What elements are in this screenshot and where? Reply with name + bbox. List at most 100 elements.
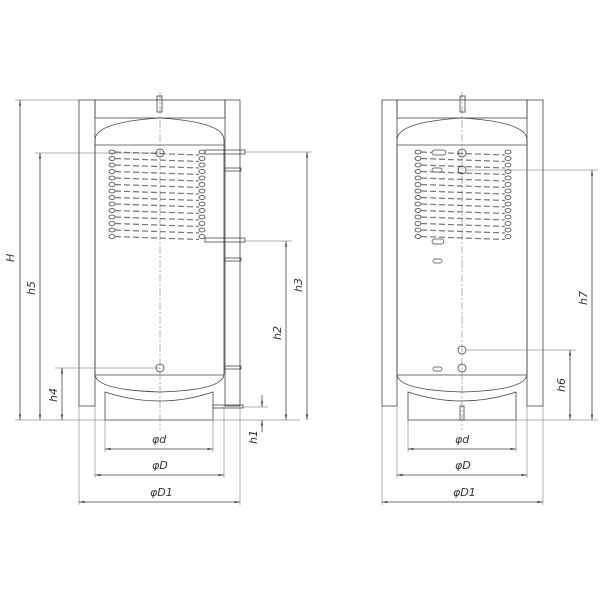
coil-pipe: [114, 151, 200, 156]
coil-pipe: [420, 229, 506, 234]
coil-turn: [504, 175, 512, 181]
coil-pipe: [114, 190, 200, 195]
coil: [108, 149, 206, 241]
coil-pipe: [420, 164, 506, 169]
coil-turn: [108, 175, 116, 181]
coil-pipe: [114, 209, 200, 215]
tank-body: [94, 117, 225, 393]
coil-turn: [504, 208, 512, 213]
coil-turn: [108, 182, 116, 187]
coil-pipe: [420, 157, 506, 163]
coil-turn: [414, 162, 422, 168]
coil-turn: [198, 227, 206, 233]
coil-turn: [198, 182, 206, 187]
coil-turn: [198, 169, 206, 174]
coil-pipe: [114, 183, 200, 189]
coil-turn: [198, 221, 206, 226]
coil-pipe: [114, 235, 200, 241]
coil-turn: [414, 201, 422, 207]
coil-turn: [504, 227, 512, 233]
coil-turn: [414, 195, 422, 200]
coil-turn: [414, 214, 422, 220]
coil-turn: [108, 221, 116, 226]
coil-turn: [108, 208, 116, 213]
right-view: h7 h6 φd φD φD1: [381, 92, 598, 505]
dim-h3: h3: [292, 278, 305, 292]
coil-turn: [414, 234, 422, 239]
coil-pipe: [420, 190, 506, 195]
coil-pipe: [114, 222, 200, 228]
coil-turn: [414, 227, 422, 233]
dim-H: H: [4, 254, 17, 262]
coil-turn: [504, 188, 512, 194]
coil-pipe: [114, 216, 200, 221]
coil-turn: [198, 195, 206, 200]
coil-turn: [198, 234, 206, 239]
left-view: H h5 h4 h2 h3 h1 φd φD φD1: [4, 92, 312, 505]
coil-turn: [108, 162, 116, 168]
coil-turn: [414, 208, 422, 213]
dim-h4: h4: [47, 388, 60, 402]
coil-pipe: [420, 209, 506, 215]
coil-turn: [504, 234, 512, 239]
dim-h1: h1: [247, 430, 260, 444]
coil-pipe: [114, 170, 200, 176]
dim-h5: h5: [25, 281, 38, 295]
dim-D1: φD1: [150, 486, 173, 499]
coil-pipe: [114, 177, 200, 182]
coil-turn: [108, 188, 116, 194]
coil-turn: [504, 182, 512, 187]
coil-turn: [504, 214, 512, 220]
coil-turn: [108, 169, 116, 174]
dim-h2: h2: [271, 326, 284, 340]
coil-turn: [198, 162, 206, 168]
coil-turn: [198, 208, 206, 213]
coil-turn: [414, 188, 422, 194]
top-port: [459, 95, 466, 113]
coil-pipe: [114, 229, 200, 234]
coil-turn: [108, 227, 116, 233]
coil-turn: [414, 221, 422, 226]
top-port: [156, 95, 163, 113]
coil-turn: [108, 195, 116, 200]
coil-pipe: [420, 177, 506, 182]
coil-turn: [504, 195, 512, 200]
dim-d: φd: [455, 433, 470, 446]
dim-h6: h6: [555, 378, 568, 392]
coil-turn: [504, 156, 512, 161]
dim-h7: h7: [577, 291, 590, 305]
coil-turn: [198, 175, 206, 181]
coil-turn: [108, 156, 116, 161]
coil-turn: [504, 149, 512, 155]
coil-turn: [414, 149, 422, 155]
coil-turn: [108, 149, 116, 155]
coil-turn: [108, 214, 116, 220]
coil: [414, 149, 512, 241]
coil-turn: [198, 214, 206, 220]
coil-pipe: [114, 157, 200, 163]
dim-D: φD: [152, 459, 168, 472]
tank-body: [396, 117, 528, 393]
dim-d: φd: [152, 433, 167, 446]
coil-pipe: [114, 203, 200, 208]
dim-D: φD: [455, 459, 471, 472]
coil-turn: [108, 201, 116, 207]
coil-pipe: [420, 183, 506, 189]
coil-turn: [198, 201, 206, 207]
coil-pipe: [420, 196, 506, 202]
sensor-sockets: [431, 149, 447, 372]
coil-turn: [414, 182, 422, 187]
coil-turn: [198, 149, 206, 155]
coil-turn: [504, 169, 512, 174]
coil-turn: [414, 169, 422, 174]
coil-pipe: [114, 196, 200, 202]
coil-turn: [108, 234, 116, 239]
coil-turn: [198, 156, 206, 161]
coil-turn: [414, 156, 422, 161]
coil-turn: [504, 162, 512, 168]
coil-pipe: [420, 235, 506, 241]
coil-turn: [504, 201, 512, 207]
coil-pipe: [420, 216, 506, 221]
